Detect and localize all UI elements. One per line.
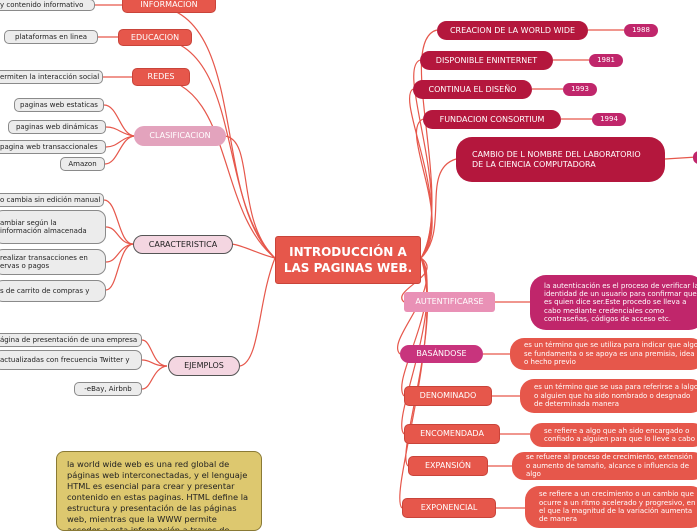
term-description: se refiere a un crecimiento o un cambio … — [525, 486, 697, 528]
informacion-node[interactable]: INFORMACION — [122, 0, 216, 13]
term-description: es un término que se usa para referirse … — [520, 379, 697, 413]
ejemplos-item: actualizadas con frecuencia Twitter y — [0, 350, 142, 370]
clasificacion-item: paginas web dinámicas — [8, 120, 106, 134]
ejemplos-item: ágina de presentación de una empresa — [0, 333, 142, 347]
term-description: se refiere a algo que ah sido encargado … — [530, 423, 697, 447]
definition-note: la world wide web es una red global de p… — [56, 451, 262, 531]
history-event[interactable]: FUNDACION CONSORTIUM — [423, 110, 561, 129]
history-year: 1981 — [589, 54, 623, 67]
history-year: 1988 — [624, 24, 658, 37]
term-node[interactable]: BASÁNDOSE — [400, 345, 483, 363]
term-description: la autenticación es el proceso de verifi… — [530, 275, 697, 330]
caracteristica-node[interactable]: CARACTERISTICA — [133, 235, 233, 254]
history-event[interactable]: DISPONIBLE ENINTERNET — [420, 51, 553, 70]
term-description: es un término que se utiliza para indica… — [510, 338, 697, 370]
caracteristica-item: realizar transacciones en ervas o pagos — [0, 249, 106, 275]
term-node[interactable]: ENCOMENDADA — [404, 424, 500, 444]
central-topic[interactable]: INTRODUCCIÓN A LAS PAGINAS WEB. — [275, 236, 421, 284]
clasificacion-node[interactable]: CLASIFICACION — [134, 126, 226, 146]
caracteristica-item: ambiar según la información almacenada — [0, 210, 106, 244]
caracteristica-item: o cambia sin edición manual — [0, 193, 104, 207]
history-year: 1994 — [592, 113, 626, 126]
redes-node[interactable]: REDES — [132, 68, 190, 86]
history-event[interactable]: CAMBIO DE L NOMBRE DEL LABORATORIO DE LA… — [456, 137, 665, 182]
history-event[interactable]: CONTINUA EL DISEÑO — [413, 80, 532, 99]
term-description: se refuere al proceso de crecimiento, ex… — [512, 452, 697, 480]
history-year: 1993 — [563, 83, 597, 96]
term-node[interactable]: EXPANSIÓN — [408, 456, 488, 476]
educacion-detail: plataformas en linea — [4, 30, 98, 44]
educacion-node[interactable]: EDUCACION — [118, 29, 192, 46]
history-year-marker — [693, 151, 697, 164]
ejemplos-item: -eBay, Airbnb — [74, 382, 142, 396]
redes-detail: ermiten la interacción social — [0, 70, 103, 84]
caracteristica-item: s de carrito de compras y — [0, 280, 106, 302]
clasificacion-item: paginas web estaticas — [14, 98, 104, 112]
ejemplos-node[interactable]: EJEMPLOS — [168, 356, 240, 376]
connector-lines — [95, 4, 697, 509]
history-event[interactable]: CREACION DE LA WORLD WIDE — [437, 21, 588, 40]
informacion-detail: y contenido informativo — [0, 0, 95, 11]
term-node[interactable]: DENOMINADO — [404, 386, 492, 406]
clasificacion-item: Amazon — [60, 157, 105, 171]
clasificacion-item: pagina web transaccionales — [0, 140, 106, 154]
term-node[interactable]: EXPONENCIAL — [402, 498, 496, 518]
term-node[interactable]: AUTENTIFICARSE — [404, 292, 495, 312]
